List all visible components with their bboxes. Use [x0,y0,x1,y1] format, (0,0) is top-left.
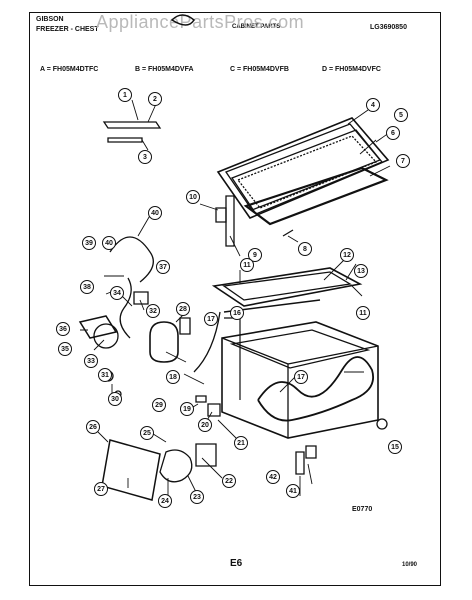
callout-1: 1 [118,88,132,102]
callout-26: 26 [86,420,100,434]
callout-17a: 17 [204,312,218,326]
revision-date: 10/90 [402,562,418,568]
foot-bracket [305,445,317,459]
diagram-id: E0770 [352,506,373,513]
callout-11b: 11 [356,306,370,320]
lid-outer [216,117,390,219]
page-number: E6 [230,558,243,569]
callout-8: 8 [298,242,312,256]
callout-17b: 17 [294,370,308,384]
callout-31: 31 [98,368,112,382]
brand-logo [170,14,195,26]
callout-18: 18 [166,370,180,384]
callout-42: 42 [266,470,280,484]
callout-6: 6 [386,126,400,140]
callout-21: 21 [234,436,248,450]
relay-box [78,315,118,339]
power-cord [109,236,154,283]
callout-35: 35 [58,342,72,356]
cabinet-top-edge [287,345,379,365]
model-a: A = FH05M4DTFC [40,66,99,73]
callout-36: 36 [56,322,70,336]
callout-25: 25 [140,426,154,440]
callout-4: 4 [366,98,380,112]
callout-15: 15 [388,440,402,454]
capillary-tube [193,311,221,373]
watermark: AppliancePartsPros.com [96,12,305,32]
handle-bar [107,137,143,143]
callout-11a: 11 [240,258,254,272]
callout-37: 37 [156,260,170,274]
callout-32: 32 [146,304,160,318]
cord-clamp [133,291,149,305]
diagram-frame [29,12,441,586]
cabinet-top-inner [222,271,352,301]
hinge-screw [282,229,294,237]
callout-20: 20 [198,418,212,432]
cabinet-top-frame [211,267,363,307]
handle-part [102,121,162,129]
callout-41: 41 [286,484,300,498]
doc-code: LG3690850 [370,24,407,31]
callout-12: 12 [340,248,354,262]
brand-label: GIBSON [36,16,64,23]
callout-28: 28 [176,302,190,316]
callout-23: 23 [190,490,204,504]
callout-16: 16 [230,306,244,320]
callout-33: 33 [84,354,98,368]
callout-27: 27 [94,482,108,496]
hinge-bracket [215,207,227,223]
lid-gasket [243,166,389,226]
callout-19: 19 [180,402,194,416]
callout-39: 39 [82,236,96,250]
lid-insulation [236,135,378,209]
dryer [195,395,207,403]
control-panel [101,439,161,501]
overload-cover [93,323,119,349]
callout-34: 34 [110,286,124,300]
hinge [225,195,235,247]
callout-2: 2 [148,92,162,106]
thermostat-bracket [207,403,221,417]
callout-24: 24 [158,494,172,508]
callout-29: 29 [152,398,166,412]
leveling-foot [295,451,305,475]
callout-13: 13 [354,264,368,278]
lid-liner [231,129,384,215]
callout-40b: 40 [102,236,116,250]
wire-harness [119,277,132,339]
evaporator-coil [257,356,374,422]
callout-38: 38 [80,280,94,294]
condenser-tube-2 [224,317,241,400]
callout-40a: 40 [148,206,162,220]
product-label: FREEZER - CHEST [36,26,99,33]
model-d: D = FH05M4DVFC [322,66,381,73]
cabinet-body [221,321,379,439]
callout-3: 3 [138,150,152,164]
compressor-mount [179,317,191,335]
callout-7: 7 [396,154,410,168]
parts-title: CABINET PARTS [232,24,281,30]
model-b: B = FH05M4DVFA [135,66,194,73]
callout-10: 10 [186,190,200,204]
callout-5: 5 [394,108,408,122]
thermostat [195,443,217,467]
model-c: C = FH05M4DVFB [230,66,289,73]
callout-30: 30 [108,392,122,406]
cabinet-inner [229,329,371,369]
control-knob [159,449,193,483]
caster [376,418,388,430]
compressor [149,321,179,363]
callout-22: 22 [222,474,236,488]
callout-9: 9 [248,248,262,262]
